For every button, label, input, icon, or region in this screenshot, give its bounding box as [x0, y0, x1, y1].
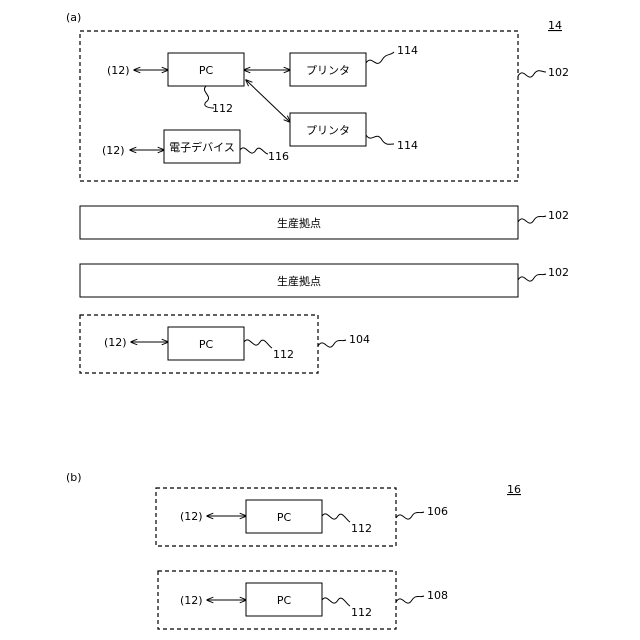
site-104-pc-leader — [244, 340, 272, 348]
site-1-leader — [518, 71, 546, 77]
site-108-pc-leader — [322, 598, 350, 606]
pc-link-label: (12) — [107, 64, 130, 77]
caption-a: (a) — [66, 11, 81, 24]
site-2-ref: 102 — [548, 209, 569, 222]
site-1-ref: 102 — [548, 66, 569, 79]
site-104-ref: 104 — [349, 333, 370, 346]
production-site-2-label: 生産拠点 — [277, 216, 321, 230]
site-108-leader — [396, 596, 424, 603]
device-leader — [240, 148, 268, 154]
site-104-pc-label: PC — [199, 338, 214, 351]
device-ref: 116 — [268, 150, 289, 163]
site-106-pc-label: PC — [277, 511, 292, 524]
site-106-pc-ref: 112 — [351, 522, 372, 535]
printer-1-leader — [366, 52, 394, 63]
site-3-ref: 102 — [548, 266, 569, 279]
device-link-label: (12) — [102, 144, 125, 157]
site-104-pc-link-label: (12) — [104, 336, 127, 349]
pc-label: PC — [199, 64, 214, 77]
pc-ref: 112 — [212, 102, 233, 115]
printer-2-leader — [366, 135, 394, 144]
site-108-pc-link-label: (12) — [180, 594, 203, 607]
site-108-pc-ref: 112 — [351, 606, 372, 619]
site-106-pc-leader — [322, 514, 350, 522]
production-site-3-label: 生産拠点 — [277, 274, 321, 288]
site-108-ref: 108 — [427, 589, 448, 602]
site-104-leader — [318, 340, 346, 347]
group-ref-a: 14 — [548, 19, 562, 32]
printer-1-ref: 114 — [397, 44, 418, 57]
pc-printer-2-arrow — [246, 80, 290, 122]
site-106-pc-link-label: (12) — [180, 510, 203, 523]
group-ref-b: 16 — [507, 483, 521, 496]
electronic-device-label: 電子デバイス — [169, 140, 235, 154]
site-2-leader — [518, 216, 546, 223]
site-106-leader — [396, 512, 424, 519]
caption-b: (b) — [66, 471, 82, 484]
site-108-pc-label: PC — [277, 594, 292, 607]
site-106-ref: 106 — [427, 505, 448, 518]
site-104-pc-ref: 112 — [273, 348, 294, 361]
site-3-leader — [518, 274, 546, 281]
printer-2-ref: 114 — [397, 139, 418, 152]
printer-2-label: プリンタ — [306, 124, 350, 137]
printer-1-label: プリンタ — [306, 64, 350, 77]
